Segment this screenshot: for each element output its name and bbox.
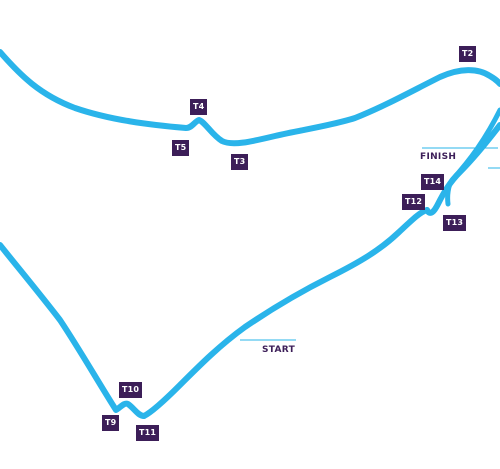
turn-label-t12: T12 [402, 194, 426, 210]
turn-label-t13: T13 [443, 215, 467, 231]
track-main-straight [141, 207, 430, 419]
turn-label-t3: T3 [231, 154, 249, 170]
track-inner-line [445, 107, 500, 207]
track-lower-left-section [0, 242, 147, 419]
start-marker-label: START [262, 345, 296, 355]
turn-label-t9: T9 [102, 415, 120, 431]
turn-label-t4: T4 [190, 99, 208, 115]
turn-label-t5: T5 [172, 140, 190, 156]
turn-label-t14: T14 [421, 174, 445, 190]
finish-marker-label: FINISH [420, 152, 457, 162]
turn-label-t2: T2 [459, 46, 477, 62]
track-upper-section [0, 49, 500, 147]
turn-label-t10: T10 [119, 382, 143, 398]
turn-label-t11: T11 [136, 425, 160, 441]
